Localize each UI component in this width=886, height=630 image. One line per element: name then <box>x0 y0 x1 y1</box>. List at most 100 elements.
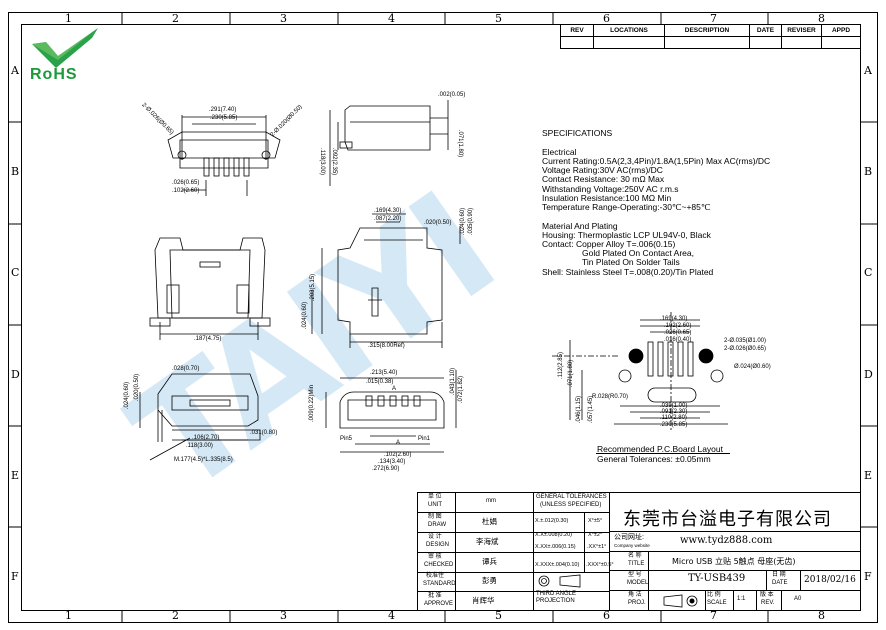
dim-sec-b2: .118(3.00) <box>186 443 213 449</box>
spec-electrical-line: Contact Resistance: 30 mΩ Max <box>542 174 665 184</box>
zone-col-6: 6 <box>603 12 610 25</box>
unit-label-en: UNIT <box>428 502 442 508</box>
dim-end-b2: .134(3.40) <box>378 459 406 465</box>
end-view <box>325 370 457 453</box>
dim-pcb-d3: Ø.024(Ø0.60) <box>734 364 771 370</box>
checked-label-en: CHECKED <box>424 562 454 568</box>
zone-row-f-right: F <box>864 570 872 583</box>
dim-pcb-w1: .169(4.30) <box>660 316 688 322</box>
spec-electrical-heading: Electrical <box>542 147 577 157</box>
dim-front-inner: .087(2.20) <box>374 216 402 222</box>
dim-front-h4: .024(0.60) <box>302 301 309 330</box>
dim-sec-b1: .106(2.70) <box>192 435 220 441</box>
zone-row-b-right: B <box>864 165 873 178</box>
rev-header-reviser: REVISER <box>787 27 816 34</box>
title-label: 名 称 <box>628 553 642 559</box>
spec-title: SPECIFICATIONS <box>542 128 613 138</box>
model-value: TY-USB439 <box>688 573 746 584</box>
proj-label: 角 法 <box>628 592 642 598</box>
unit-label: 单 位 <box>428 494 442 500</box>
dim-bottom-len: .187(4.75) <box>194 336 222 342</box>
approve-value: 肖辉华 <box>472 596 495 605</box>
dim-end-b3: .272(6.90) <box>372 466 400 472</box>
dim-end-b1: .102(2.60) <box>384 452 412 458</box>
dim-pcb-s1: .046(1.15) <box>576 395 583 424</box>
spec-material-line: Shell: Stainless Steel T=.008(0.20)/Tin … <box>542 267 714 277</box>
dim-pcb-b3: .110(2.80) <box>660 415 687 421</box>
scale-label-en: SCALE <box>707 600 727 606</box>
website-value: www.tydz888.com <box>680 535 773 546</box>
label-a-top: A <box>392 386 397 392</box>
dim-top-width1: .291(7.40) <box>209 107 237 113</box>
label-pin1: Pin1 <box>418 436 431 442</box>
website-label-en: Company website <box>614 543 650 548</box>
right-view <box>311 213 461 348</box>
zone-row-a-right: A <box>864 64 872 77</box>
zone-col-5: 5 <box>495 12 502 25</box>
dim-front-len: .315(8.00Ref) <box>368 343 405 349</box>
spec-electrical-line: Voltage Rating:30V AC(rms)/DC <box>542 165 663 175</box>
draw-value: 杜娟 <box>482 517 497 526</box>
label-pin5: Pin5 <box>340 436 353 442</box>
dim-sec-r: .031(0.80) <box>250 430 278 436</box>
zone-row-d: D <box>11 368 20 381</box>
dim-pcb-b2: .091(2.30) <box>660 409 688 415</box>
tol-row-0-linear: X.±.012(0.30) <box>535 518 569 524</box>
projection-label: THIRD ANGLE PROJECTION <box>536 591 577 604</box>
approve-label-en: APPROVE <box>424 601 454 607</box>
spec-electrical-line: Withstanding Voltage:250V AC r.m.s <box>542 184 679 194</box>
dim-sec-top: .028(0.70) <box>172 366 200 372</box>
zone-col-3: 3 <box>280 12 287 25</box>
website-label: 公司网址: <box>614 534 644 541</box>
projection-small-icon <box>663 594 698 608</box>
rev-header-locations: LOCATIONS <box>610 27 648 34</box>
design-label-en: DESIGN <box>426 542 450 548</box>
model-label-en: MODEL <box>627 580 649 586</box>
design-label: 设 计 <box>428 534 442 540</box>
dim-sec-angle: M.177(4.5)*L.335(8.5) <box>174 457 233 463</box>
zone-col-7: 7 <box>710 12 717 25</box>
watermark-logo: TAIYI <box>103 164 520 480</box>
dim-pcb-b1: .039(1.00) <box>660 403 688 409</box>
spec-material-heading: Material And Plating <box>542 221 618 231</box>
zone-col-6-bottom: 6 <box>603 609 610 622</box>
zone-col-1: 1 <box>65 12 72 25</box>
dim-end-l: .009(0.22)Min <box>309 384 316 423</box>
dim-end-w2: .015(0.38) <box>366 379 394 385</box>
general-tolerance: General Tolerances: ±0.05mm <box>597 454 711 464</box>
dim-top-pitch: .026(0.65) <box>172 180 200 186</box>
zone-row-d-right: D <box>864 368 873 381</box>
dim-pcb-d1: 2-Ø.035(Ø1.00) <box>724 338 767 344</box>
rev-label: 版 本 <box>760 592 774 598</box>
spec-material-line: Contact: Copper Alloy T=.006(0.15) <box>542 239 676 249</box>
dim-front-h1: .024(0.60) <box>460 207 467 236</box>
dim-pcb-w3: .026(0.65) <box>664 330 692 336</box>
spec-electrical-line: Temperature Range-Operating:-30℃~+85℃ <box>542 202 711 212</box>
date-value: 2018/02/16 <box>804 575 856 585</box>
approve-label: 批 准 <box>428 593 442 599</box>
pcb-layout <box>552 312 728 430</box>
dim-top-span: .102(2.60) <box>172 188 200 194</box>
tol-row-1-angle: X°±2° <box>588 532 603 538</box>
dim-pcb-l1: .112(2.85) <box>557 352 564 379</box>
dim-side-top: .002(0.05) <box>438 92 466 98</box>
checked-value: 谭兵 <box>482 557 497 566</box>
spec-material-line: Housing: Thermoplastic LCP UL94V-0, Blac… <box>542 230 711 240</box>
zone-row-a: A <box>11 64 19 77</box>
proj-label-en: PROJ. <box>628 600 646 606</box>
zone-col-2-bottom: 2 <box>172 609 179 622</box>
zone-row-e: E <box>11 469 20 482</box>
zone-col-4: 4 <box>388 12 395 25</box>
standard-label-en: STANDARD <box>423 581 456 587</box>
rev-label-en: REV. <box>761 600 775 606</box>
dim-side-left2: .118(3.00) <box>318 148 325 175</box>
zone-col-3-bottom: 3 <box>280 609 287 622</box>
dim-side-left: .092(2.35) <box>331 147 338 176</box>
dim-sec-l1: .024(0.60) <box>124 381 131 410</box>
tol-row-0-angle: X°±5° <box>588 518 603 524</box>
spec-electrical-line: Current Rating:0.5A(2,3,4Pin)/1.8A(1,5Pi… <box>542 156 771 166</box>
top-view <box>167 115 281 196</box>
tol-row-2-linear: X.XX±.006(0.15) <box>535 544 576 550</box>
dim-end-w1: .213(5.40) <box>370 370 398 376</box>
